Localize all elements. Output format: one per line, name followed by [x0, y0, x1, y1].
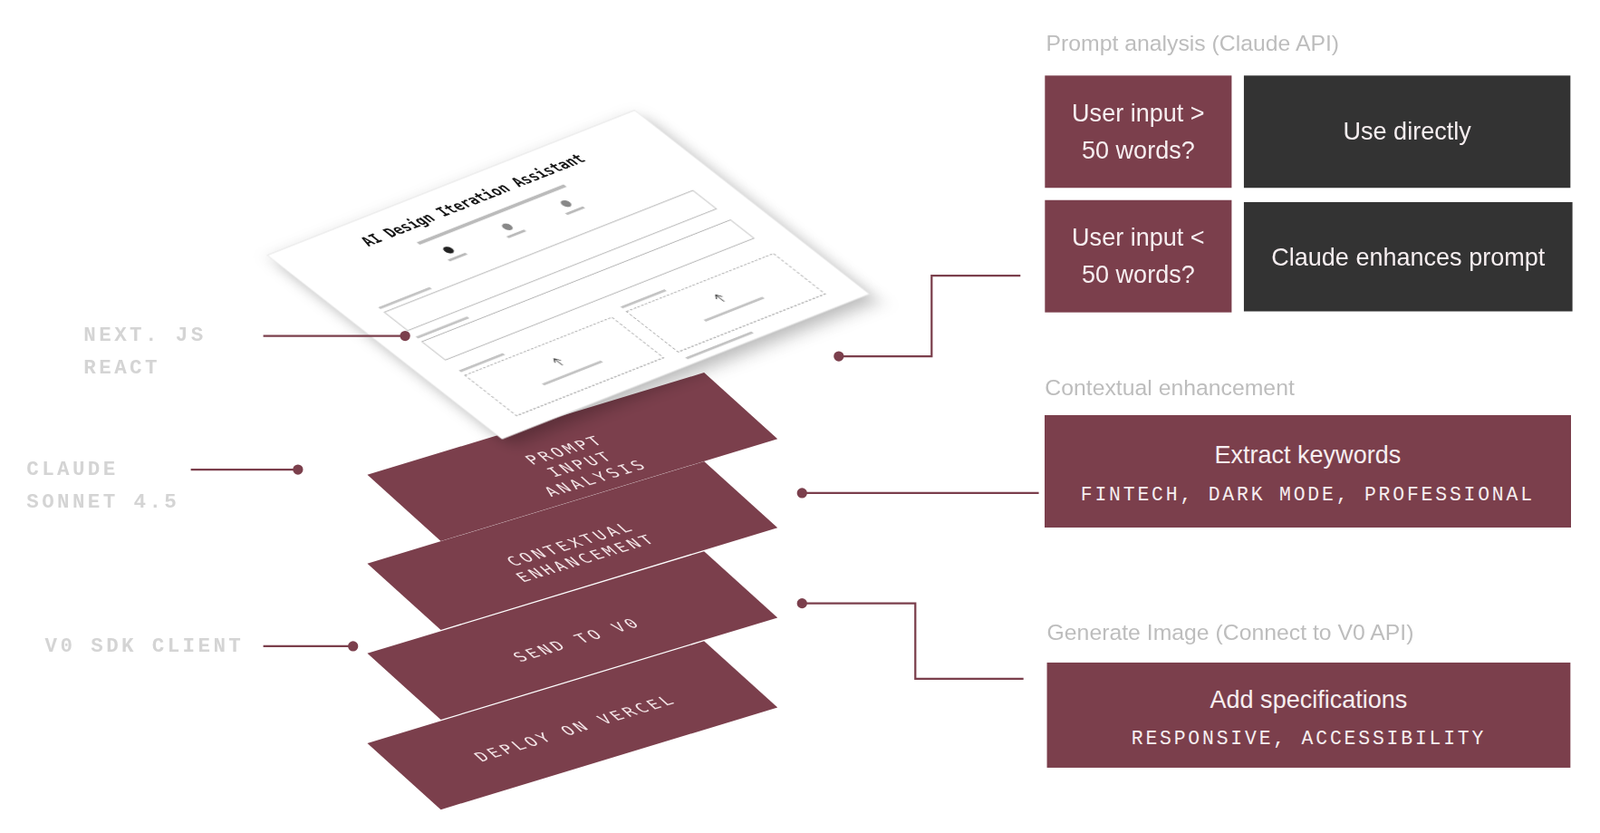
leader-dot	[797, 597, 808, 608]
screenshot-card: AI Design Iteration Assistant	[267, 110, 870, 440]
keyword-list: FINTECH, DARK MODE, PROFESSIONAL	[1080, 483, 1535, 507]
iso-plane: AI Design Iteration Assistant	[267, 110, 870, 440]
process-box: Add specificationsRESPONSIVE, ACCESSIBIL…	[1047, 662, 1572, 768]
leader-dot	[347, 640, 358, 651]
leader-dot	[797, 487, 808, 498]
card-details	[336, 152, 835, 424]
section-heading: Generate Image (Connect to V0 API)	[1047, 619, 1558, 646]
box-title: User input < 50 words?	[1059, 219, 1218, 293]
leader-line	[838, 275, 1021, 357]
tech-label: CLAUDE SONNET 4.5	[26, 453, 205, 519]
process-box: User input > 50 words?	[1044, 75, 1232, 188]
box-title: Add specifications	[1210, 680, 1408, 718]
leader-line	[263, 645, 354, 647]
leader-line	[191, 468, 299, 471]
process-box: Extract keywordsFINTECH, DARK MODE, PROF…	[1044, 414, 1571, 528]
leader-line	[801, 603, 1023, 679]
process-box: Use directly	[1243, 75, 1571, 188]
card-face	[267, 110, 870, 440]
box-title: User input > 50 words?	[1059, 95, 1218, 169]
tech-label: NEXT. JS REACT	[83, 319, 237, 386]
tech-label: V0 SDK CLIENT	[45, 629, 311, 663]
layer-face	[366, 640, 778, 810]
section-heading: Prompt analysis (Claude API)	[1045, 30, 1536, 58]
process-box: Claude enhances prompt	[1243, 202, 1573, 312]
box-title: Extract keywords	[1214, 436, 1401, 474]
box-title: Use directly	[1343, 113, 1472, 151]
keyword-list: RESPONSIVE, ACCESSIBILITY	[1131, 726, 1486, 750]
process-box: User input < 50 words?	[1044, 200, 1232, 313]
leader-dot	[833, 350, 844, 361]
leader-dot	[292, 463, 303, 474]
section-heading: Contextual enhancement	[1044, 374, 1535, 401]
box-title: Claude enhances prompt	[1271, 238, 1545, 276]
leader-line	[801, 491, 1039, 494]
